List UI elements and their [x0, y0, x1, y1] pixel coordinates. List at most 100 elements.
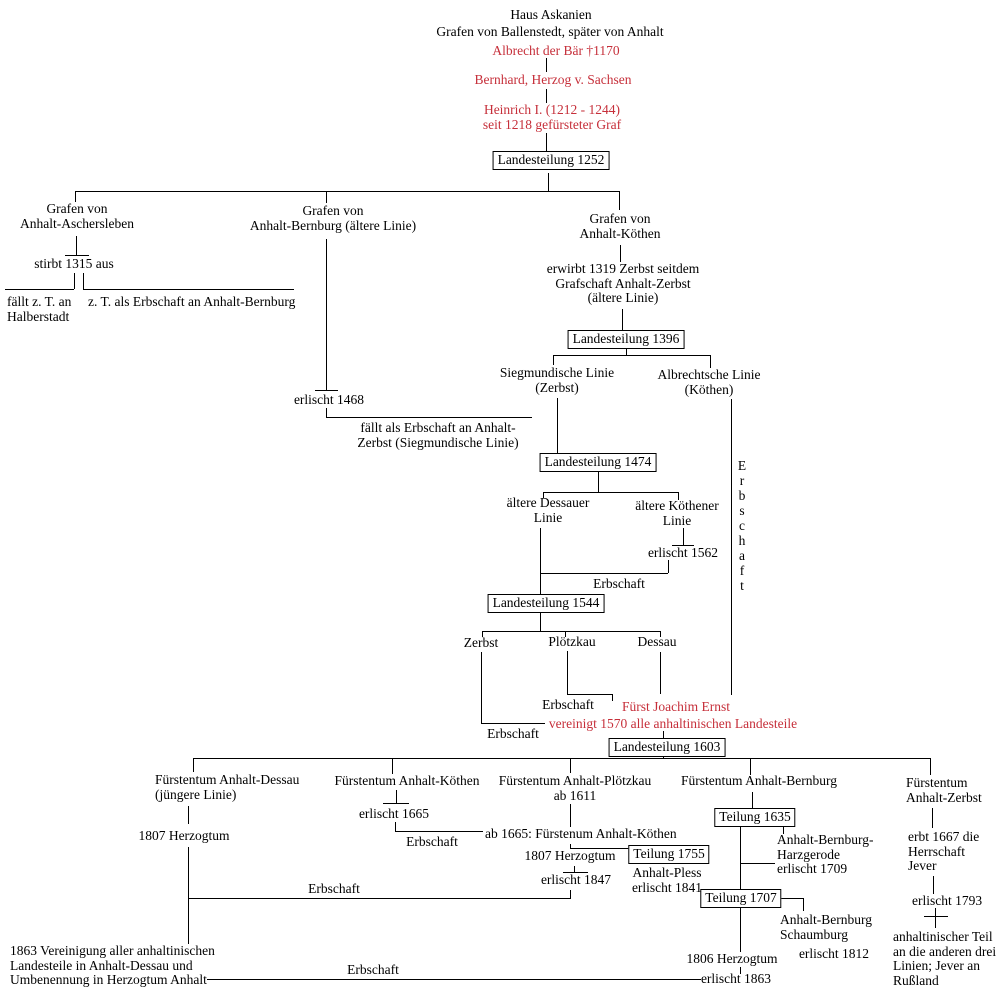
node-bernburg-harzgerode: Anhalt-Bernburg- Harzgerode erlischt 170…: [777, 832, 874, 876]
label-erbschaft: Erbschaft: [542, 697, 594, 712]
extinction-bar: [383, 803, 409, 804]
node-bernburg-schaumburg: Anhalt-Bernburg Schaumburg: [780, 912, 872, 942]
box-landesteilung-1252: Landesteilung 1252: [492, 151, 610, 170]
diagram-title: Haus Askanien: [510, 7, 592, 22]
label-erbschaft: Erbschaft: [487, 726, 539, 741]
erbschaft-line: [188, 898, 570, 899]
node-bernhard: Bernhard, Herzog v. Sachsen: [474, 72, 632, 87]
node-heinrich-i: Heinrich I. (1212 - 1244) seit 1218 gefü…: [482, 102, 622, 132]
note-erwirbt-1319: erwirbt 1319 Zerbst seitdem Grafschaft A…: [546, 261, 700, 305]
note-ab-1665-koethen: ab 1665: Fürstenum Anhalt-Köthen: [485, 826, 677, 841]
note-1807-herzogtum-koethen: 1807 Herzogtum: [524, 848, 616, 863]
note-erlischt-1562: erlischt 1562: [647, 545, 719, 560]
connector-line: [83, 289, 294, 290]
connector-line: [193, 758, 194, 772]
connector-line: [326, 417, 532, 418]
connector-line: [570, 890, 571, 899]
connector-line: [392, 758, 393, 774]
note-erlischt-1863: erlischt 1863: [700, 971, 772, 986]
connector-line: [740, 863, 775, 864]
connector-line: [622, 309, 623, 330]
connector-line: [567, 694, 612, 695]
extinction-bar: [65, 255, 89, 256]
connector-line: [565, 631, 566, 637]
box-landesteilung-1603: Landesteilung 1603: [608, 738, 726, 757]
connector-line: [326, 191, 327, 203]
node-anhalt-bernburg-aeltere: Grafen von Anhalt-Bernburg (ältere Linie…: [249, 203, 417, 233]
connector-line: [83, 273, 84, 289]
node-albrecht-der-baer: Albrecht der Bär †1170: [492, 43, 620, 58]
label-erbschaft-vertical: E r b s c h a f t: [737, 458, 747, 593]
connector-line: [740, 825, 741, 889]
box-landesteilung-1396: Landesteilung 1396: [567, 330, 685, 349]
note-vereinigt-1570: vereinigt 1570 alle anhaltinischen Lande…: [548, 716, 798, 731]
cross-icon: [935, 908, 936, 928]
note-erlischt-1847: erlischt 1847: [540, 872, 612, 887]
box-teilung-1635: Teilung 1635: [714, 808, 796, 827]
connector-line: [752, 792, 753, 808]
node-zerbst: Zerbst: [463, 635, 499, 650]
connector-line: [553, 355, 554, 365]
connector-line: [750, 758, 751, 775]
note-erlischt-1793: erlischt 1793: [912, 893, 983, 908]
connector-line: [710, 355, 711, 368]
connector-line: [326, 239, 327, 390]
connector-line: [540, 613, 541, 631]
erbschaft-line: [207, 979, 701, 980]
connector-line: [326, 408, 327, 417]
node-aeltere-dessauer-linie: ältere Dessauer Linie: [506, 495, 590, 525]
connector-line: [626, 349, 627, 356]
connector-line: [548, 173, 549, 191]
connector-line: [546, 89, 547, 103]
connector-line: [620, 245, 621, 262]
connector-line: [740, 906, 741, 952]
node-ploetzkau: Plötzkau: [548, 634, 596, 649]
connector-line: [540, 573, 668, 574]
connector-line: [783, 827, 784, 834]
note-erlischt-1468: erlischt 1468: [293, 392, 365, 407]
connector-line: [598, 472, 599, 492]
label-erbschaft: Erbschaft: [347, 962, 399, 977]
connector-line: [76, 236, 77, 255]
connector-line: [481, 723, 545, 724]
note-erbschaft-zerbst-sieg: fällt als Erbschaft an Anhalt- Zerbst (S…: [357, 420, 519, 450]
connector-line: [482, 631, 660, 632]
extinction-bar: [563, 872, 588, 873]
connector-line: [543, 492, 544, 498]
note-vereinigung-1863: 1863 Vereinigung aller anhaltinischen La…: [10, 943, 215, 987]
label-erbschaft: Erbschaft: [308, 881, 360, 896]
connector-line: [188, 806, 189, 824]
connector-line: [396, 790, 397, 803]
connector-line: [933, 876, 934, 894]
box-landesteilung-1544: Landesteilung 1544: [487, 594, 605, 613]
connector-line: [567, 651, 568, 694]
connector-line: [5, 289, 74, 290]
connector-line: [683, 528, 684, 545]
connector-line: [570, 844, 571, 849]
box-teilung-1755: Teilung 1755: [628, 845, 710, 864]
connector-line: [777, 898, 803, 899]
connector-line: [932, 808, 933, 828]
connector-line: [574, 866, 575, 872]
connector-line: [663, 731, 664, 739]
connector-line: [557, 398, 558, 453]
connector-line: [75, 191, 76, 202]
connector-line: [540, 528, 541, 594]
connector-line: [660, 652, 661, 694]
note-erlischt-1812: erlischt 1812: [798, 946, 870, 961]
connector-line: [75, 191, 620, 192]
node-fuerstentum-anhalt-bernburg: Fürstentum Anhalt-Bernburg: [680, 773, 838, 788]
connector-line: [570, 848, 633, 849]
connector-line: [570, 758, 571, 773]
node-fuerstentum-anhalt-zerbst: Fürstentum Anhalt-Zerbst: [906, 775, 982, 805]
connector-line: [678, 492, 679, 500]
connector-line: [668, 560, 669, 573]
extinction-bar: [672, 545, 694, 546]
note-anhaltinischer-teil: anhaltinischer Teil an die anderen drei …: [893, 929, 997, 988]
connector-line: [546, 133, 547, 151]
note-erbschaft-bernburg: z. T. als Erbschaft an Anhalt-Bernburg: [88, 294, 296, 309]
node-siegmundische-linie: Siegmundische Linie (Zerbst): [499, 365, 615, 395]
note-erbt-1667-jever: erbt 1667 die Herrschaft Jever: [908, 829, 980, 873]
connector-line: [660, 631, 661, 637]
